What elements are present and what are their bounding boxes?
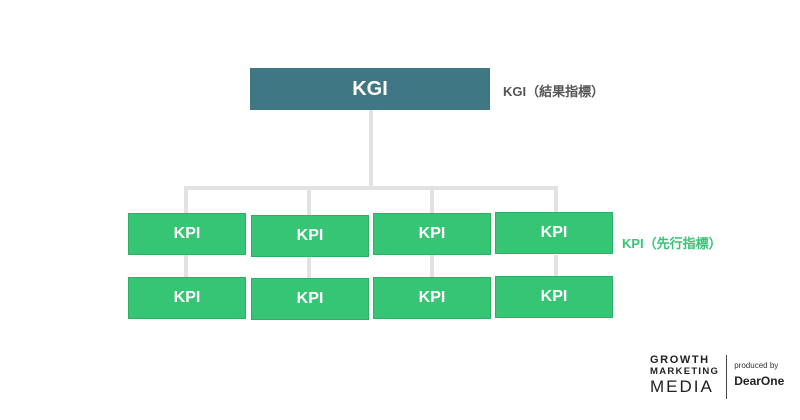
kpi-box-top-3: KPI — [373, 213, 491, 255]
connector-drop-1 — [184, 186, 188, 214]
connector-mid-3 — [430, 255, 434, 278]
connector-mid-4 — [554, 255, 558, 277]
connector-drop-2 — [307, 186, 311, 215]
kpi-box-bottom-3: KPI — [373, 277, 491, 319]
kpi-box-top-2: KPI — [251, 215, 369, 257]
kpi-side-label: KPI（先行指標） — [622, 236, 722, 251]
connector-drop-4 — [554, 186, 558, 213]
connector-mid-1 — [184, 255, 188, 278]
connector-drop-3 — [430, 186, 434, 214]
connector-kgi-trunk — [369, 110, 373, 189]
logo-line-marketing: MARKETING — [650, 366, 720, 377]
connector-mid-2 — [307, 257, 311, 279]
logo-line-growth: GROWTH — [650, 354, 710, 366]
logo-line-media: MEDIA — [650, 376, 714, 396]
produced-by-text: produced by — [734, 361, 779, 370]
logo-divider — [726, 355, 728, 399]
growth-marketing-media-logo: GROWTH MARKETING MEDIA produced by DearO… — [650, 355, 792, 403]
kgi-box: KGI — [250, 68, 490, 110]
kpi-box-bottom-4: KPI — [495, 276, 613, 318]
kpi-box-top-1: KPI — [128, 213, 246, 255]
dearone-brand: DearOne — [734, 374, 785, 388]
kpi-box-top-4: KPI — [495, 212, 613, 254]
connector-horizontal-bar — [184, 186, 558, 190]
kpi-box-bottom-1: KPI — [128, 277, 246, 319]
kpi-box-bottom-2: KPI — [251, 278, 369, 320]
logo-wordmark: GROWTH MARKETING MEDIA — [650, 355, 719, 395]
kgi-side-label: KGI（結果指標） — [503, 84, 605, 99]
logo-credit: produced by DearOne — [734, 355, 784, 388]
